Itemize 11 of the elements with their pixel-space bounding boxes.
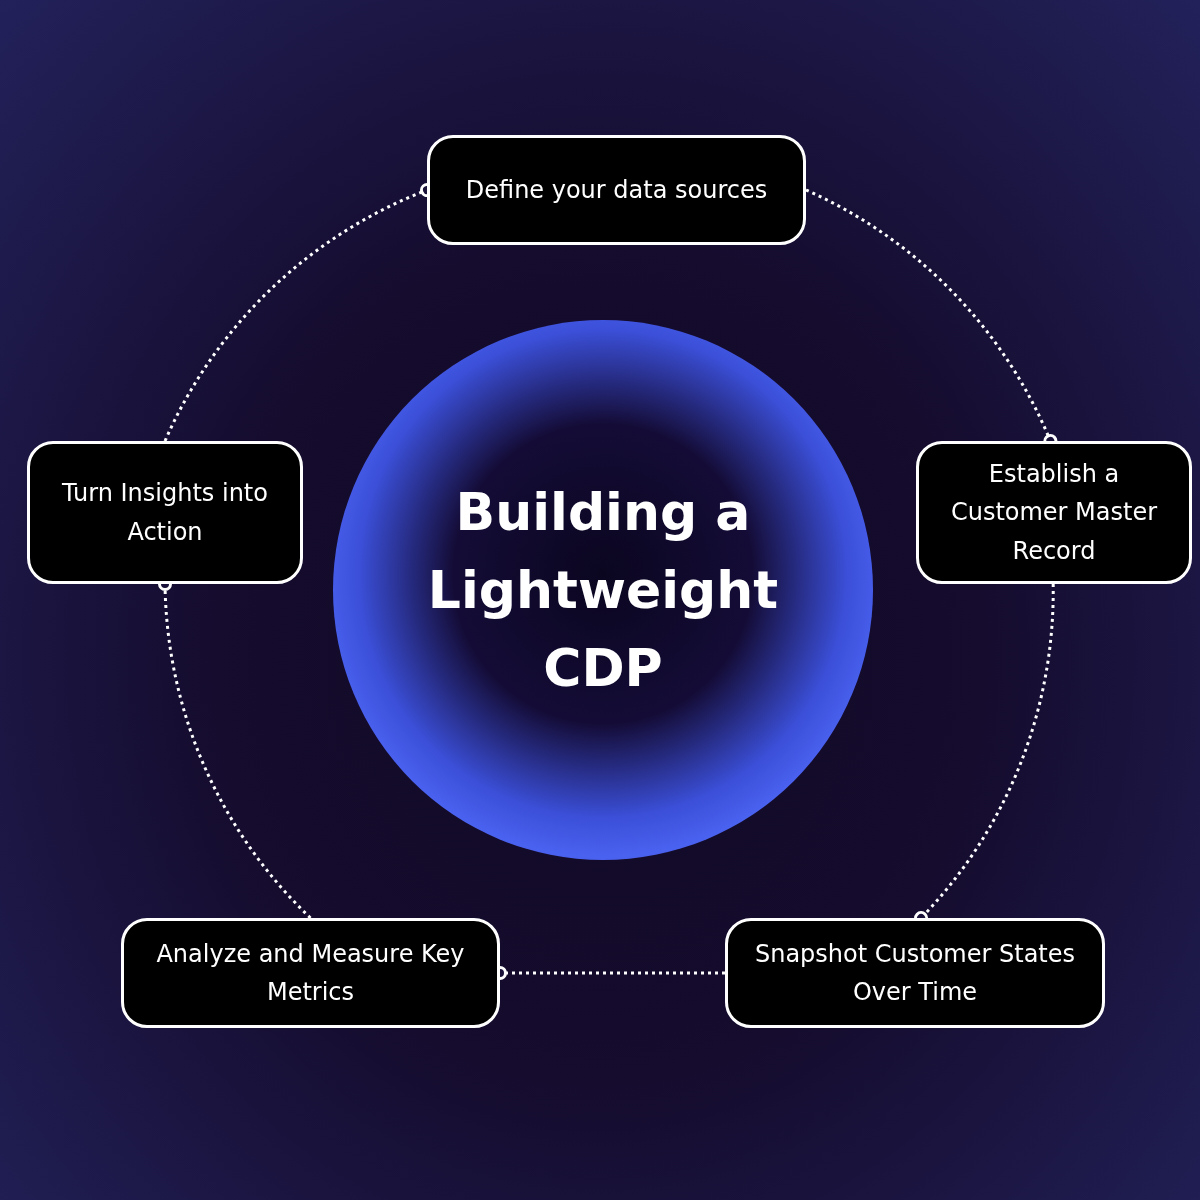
step-box	[121, 918, 500, 1028]
step-label: Snapshot Customer States Over Time	[753, 938, 1077, 1008]
step-box	[427, 135, 806, 245]
step-label: Turn Insights into Action	[61, 478, 269, 548]
step-box	[27, 441, 303, 584]
step-label: Analyze and Measure Key Metrics	[155, 938, 466, 1008]
step-box	[916, 441, 1192, 584]
step-label: Establish a Customer Master Record	[949, 458, 1159, 567]
center-title: Building a Lightweight CDP	[426, 481, 780, 700]
step-label: Define your data sources	[465, 174, 768, 206]
step-box	[725, 918, 1105, 1028]
